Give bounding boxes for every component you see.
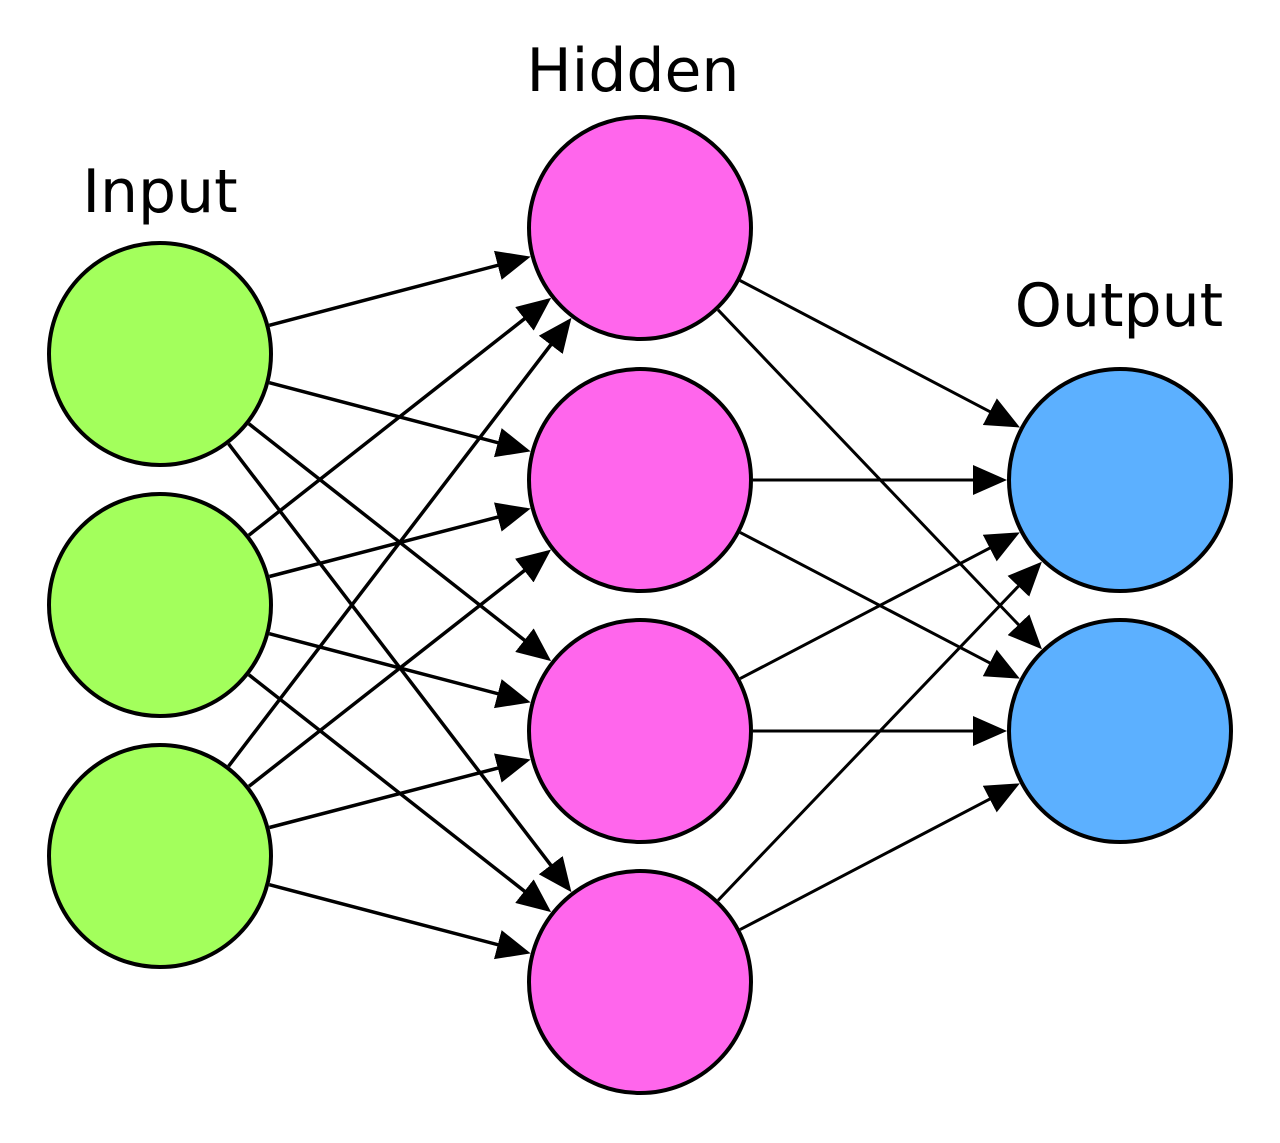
input-node-3	[47, 743, 273, 969]
connection-input-3-to-hidden-4	[268, 883, 531, 960]
connection-hidden-2-to-output-2	[739, 531, 1020, 679]
connection-hidden-1-to-output-2	[716, 308, 1042, 650]
hidden-layer-label: Hidden	[527, 36, 740, 106]
output-node-2	[1007, 618, 1233, 844]
connections	[227, 250, 1042, 960]
connection-hidden-3-to-output-1	[739, 532, 1020, 680]
connection-hidden-4-to-output-2	[739, 783, 1020, 931]
hidden-node-3	[527, 618, 753, 844]
connection-input-2-to-hidden-1	[247, 297, 552, 537]
hidden-node-4	[527, 869, 753, 1095]
connection-hidden-1-to-output-1	[739, 279, 1020, 428]
hidden-node-1	[527, 115, 753, 341]
connection-input-3-to-hidden-2	[247, 549, 552, 788]
hidden-node-2	[527, 367, 753, 593]
input-node-2	[47, 492, 273, 718]
output-node-1	[1007, 367, 1233, 593]
connection-hidden-4-to-output-1	[717, 561, 1042, 902]
neurons	[47, 115, 1233, 1095]
connection-input-3-to-hidden-3	[268, 753, 531, 830]
output-layer-label: Output	[1015, 271, 1223, 341]
connection-input-1-to-hidden-1	[268, 250, 531, 327]
input-layer-label: Input	[82, 157, 237, 227]
connection-input-3-to-hidden-1	[227, 317, 572, 768]
input-node-1	[47, 241, 273, 467]
